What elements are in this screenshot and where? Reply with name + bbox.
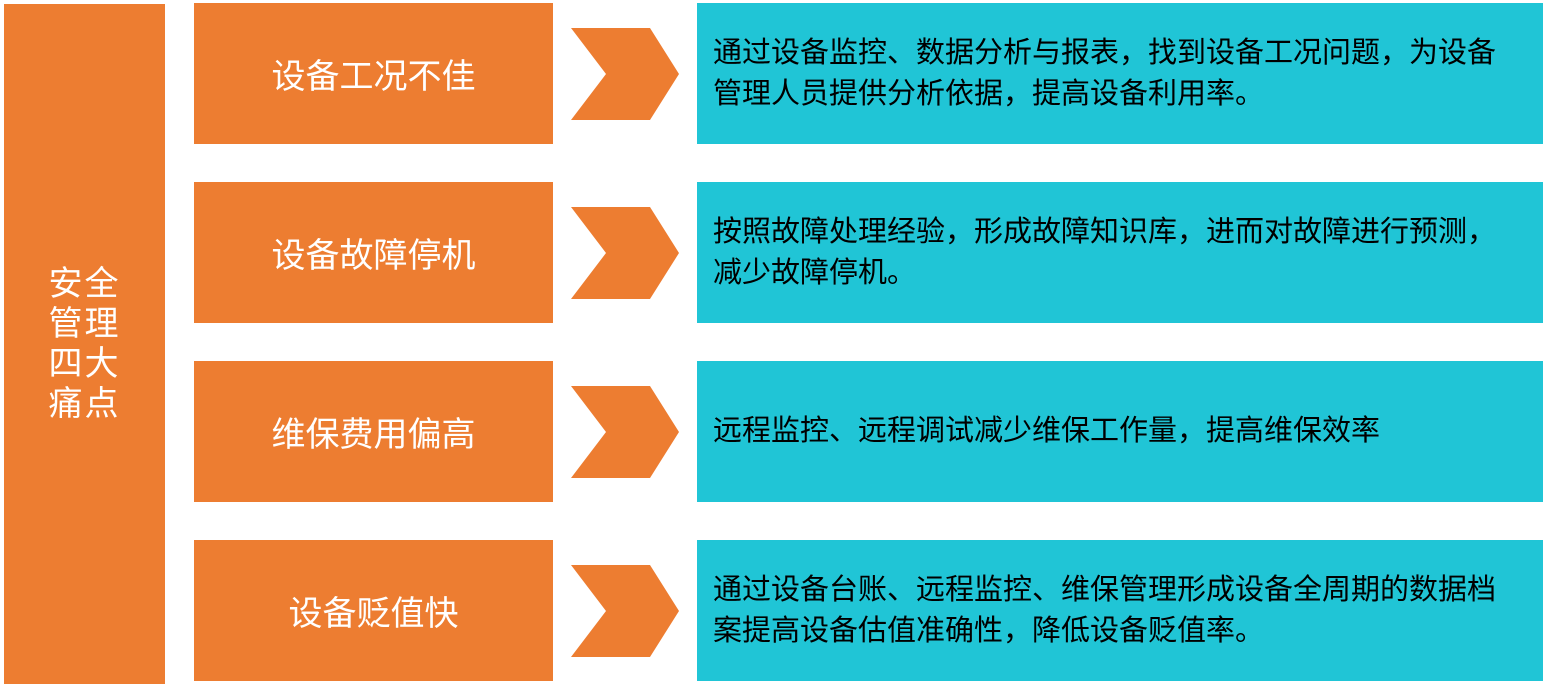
sidebar-title: 安全 管理 四大 痛点 — [49, 264, 121, 424]
solution-text: 通过设备台账、远程监控、维保管理形成设备全周期的数据档案提高设备估值准确性，降低… — [713, 573, 1497, 647]
rows-container: 设备工况不佳 通过设备监控、数据分析与报表，找到设备工况问题，为设备管理人员提供… — [194, 3, 1543, 681]
sidebar-pain-points-header: 安全 管理 四大 痛点 — [4, 4, 165, 684]
solution-box: 通过设备台账、远程监控、维保管理形成设备全周期的数据档案提高设备估值准确性，降低… — [697, 540, 1543, 681]
solution-text: 按照故障处理经验，形成故障知识库，进而对故障进行预测，减少故障停机。 — [713, 215, 1497, 289]
pain-point-box: 设备故障停机 — [194, 182, 553, 323]
solution-box: 按照故障处理经验，形成故障知识库，进而对故障进行预测，减少故障停机。 — [697, 182, 1543, 323]
sidebar-title-line: 管理 — [48, 305, 121, 343]
solution-box: 远程监控、远程调试减少维保工作量，提高维保效率 — [697, 361, 1543, 502]
solution-box: 通过设备监控、数据分析与报表，找到设备工况问题，为设备管理人员提供分析依据，提高… — [697, 3, 1543, 144]
solution-text: 通过设备监控、数据分析与报表，找到设备工况问题，为设备管理人员提供分析依据，提高… — [713, 36, 1497, 110]
sidebar-title-line: 痛点 — [48, 385, 121, 423]
chevron-right-icon — [553, 182, 697, 323]
sidebar-title-line: 安全 — [48, 265, 121, 303]
pain-point-row: 设备贬值快 通过设备台账、远程监控、维保管理形成设备全周期的数据档案提高设备估值… — [194, 540, 1543, 681]
pain-point-label: 设备贬值快 — [288, 595, 459, 633]
pain-point-label: 维保费用偏高 — [271, 416, 476, 454]
pain-point-box: 维保费用偏高 — [194, 361, 553, 502]
pain-point-label: 设备工况不佳 — [271, 58, 476, 96]
chevron-right-icon — [553, 361, 697, 502]
chevron-right-icon — [553, 3, 697, 144]
pain-point-row: 设备工况不佳 通过设备监控、数据分析与报表，找到设备工况问题，为设备管理人员提供… — [194, 3, 1543, 144]
sidebar-title-line: 四大 — [48, 345, 121, 383]
pain-point-row: 设备故障停机 按照故障处理经验，形成故障知识库，进而对故障进行预测，减少故障停机… — [194, 182, 1543, 323]
pain-point-row: 维保费用偏高 远程监控、远程调试减少维保工作量，提高维保效率 — [194, 361, 1543, 502]
chevron-right-icon — [553, 540, 697, 681]
pain-point-box: 设备贬值快 — [194, 540, 553, 681]
pain-point-label: 设备故障停机 — [271, 237, 476, 275]
pain-point-box: 设备工况不佳 — [194, 3, 553, 144]
solution-text: 远程监控、远程调试减少维保工作量，提高维保效率 — [713, 415, 1381, 447]
